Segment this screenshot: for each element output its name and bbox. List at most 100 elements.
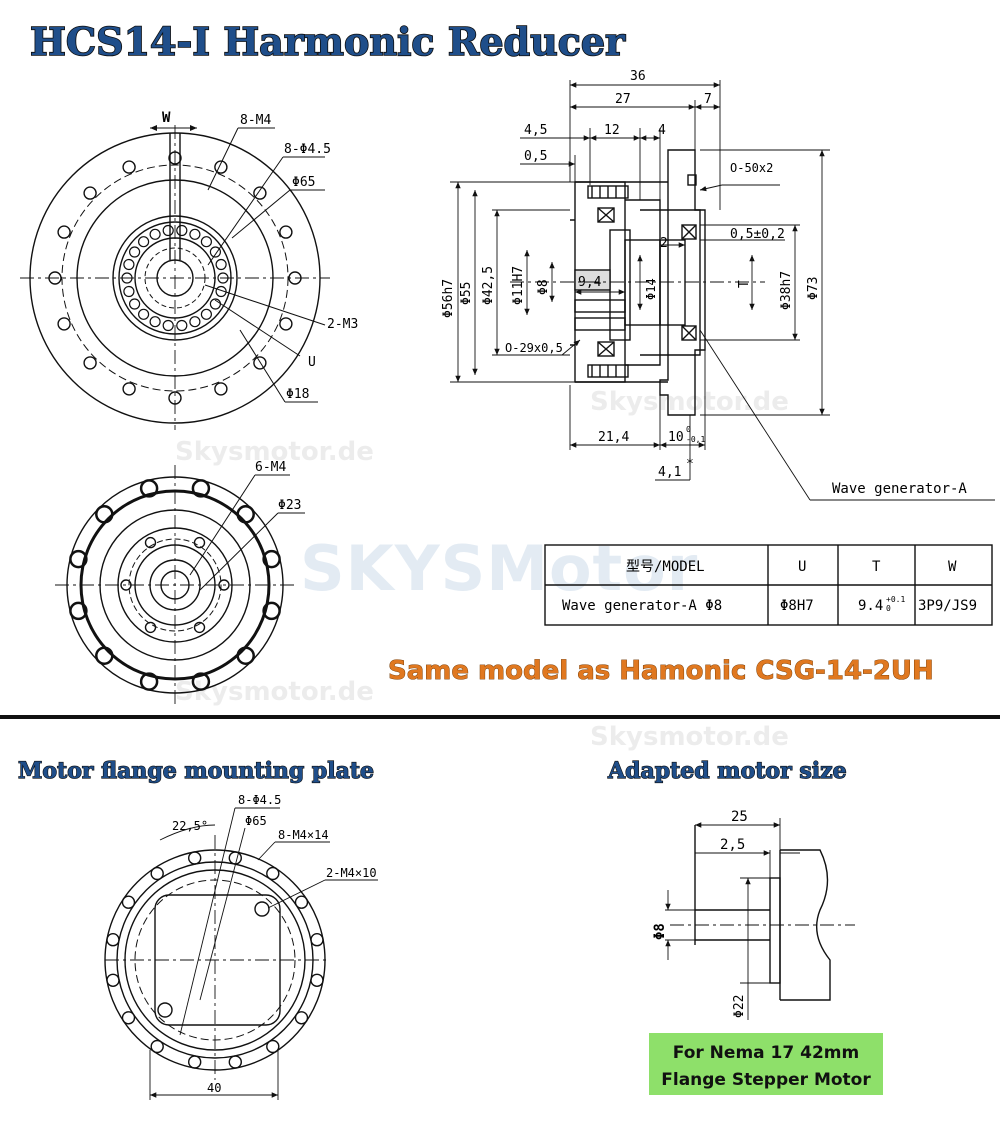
bearing-ball (149, 228, 161, 240)
bearing-ball (200, 236, 212, 248)
dim-o50: O-50x2 (730, 161, 773, 175)
bolt-hole (57, 317, 71, 331)
bearing-ball (176, 224, 188, 237)
bolt-hole (253, 186, 267, 200)
bearing-ball (189, 316, 201, 328)
bolt-hole (168, 151, 182, 165)
flange-40-label: 40 (207, 1081, 221, 1095)
dim-4-5: 4,5 (524, 123, 547, 138)
front-view-leaders (150, 125, 326, 403)
bearing-ball (209, 246, 221, 258)
table-cell-model: Wave generator-A Φ8 (562, 598, 722, 614)
thread-hole (193, 536, 206, 549)
thread-hole (218, 579, 230, 591)
motor-badge-line2: Flange Stepper Motor (661, 1070, 871, 1090)
bolt-hole (150, 866, 164, 881)
bolt-hole (83, 356, 97, 370)
table-cell-u: Φ8H7 (780, 598, 814, 614)
section-dimensions (450, 80, 995, 501)
bolt-hole (266, 1039, 280, 1054)
bearing-ball (121, 272, 133, 284)
motor-badge (649, 1033, 883, 1095)
dim-7: 7 (704, 92, 712, 107)
bearing-ball (123, 258, 135, 271)
bolt-hole (262, 549, 281, 569)
dim-2: 2 (660, 236, 668, 251)
flange-8m4x14-label: 8-M4×14 (278, 828, 329, 842)
dim-27: 27 (615, 92, 631, 107)
table-cell-t-tol-up: +0.1 (886, 595, 905, 604)
dim-phi42-5: Φ42,5 (481, 266, 496, 305)
motor-screw-hole (254, 901, 270, 917)
section-divider (0, 715, 1000, 719)
dim-12: 12 (604, 123, 620, 138)
front-u-label: U (308, 355, 316, 370)
bolt-hole (106, 933, 120, 947)
wave-generator-label: Wave generator-A (832, 481, 967, 497)
watermark-small-3: Skysmotor.de (175, 677, 374, 707)
bolt-hole (69, 549, 88, 569)
dim-4: 4 (658, 123, 666, 138)
dim-phi73: Φ73 (806, 277, 821, 300)
dim-phi38: Φ38h7 (779, 271, 794, 310)
motor-phi22-label: Φ22 (732, 995, 747, 1018)
bolt-hole (48, 271, 62, 285)
watermark-small-4: Skysmotor.de (590, 722, 789, 752)
bolt-hole (122, 382, 136, 396)
bolt-hole (266, 866, 280, 881)
dim-phi56: Φ56h7 (441, 279, 456, 318)
motor-phi8-label: Φ8 (652, 923, 668, 940)
dim-10-tol-dn: -0,1 (686, 435, 705, 444)
bolt-hole (228, 1055, 243, 1069)
bolt-hole (95, 505, 114, 524)
rear-phi23-label: Φ23 (278, 498, 301, 513)
bolt-hole (288, 271, 302, 285)
flange-8phi45-label: 8-Φ4.5 (238, 793, 281, 807)
dim-0-5-tol: 0,5±0,2 (730, 227, 785, 242)
flange-2m4x10-label: 2-M4×10 (326, 866, 377, 880)
front-view (20, 125, 330, 430)
section-view (510, 149, 765, 416)
motor-25-label: 25 (731, 809, 748, 825)
watermark-small-2: Skysmotor.de (590, 387, 789, 417)
table-cell-t-tol-dn: 0 (886, 604, 891, 613)
motor-screw-hole (157, 1002, 173, 1018)
rear-6m4-label: 6-M4 (255, 460, 286, 475)
front-w-label: W (162, 110, 171, 126)
bolt-hole (83, 186, 97, 200)
bearing-ball (215, 285, 227, 298)
dim-o29: O-29x0,5 (505, 341, 563, 355)
bolt-hole (139, 672, 159, 691)
bearing-ball (129, 246, 141, 258)
flange-plate-view (104, 807, 378, 1100)
bolt-hole (121, 1011, 136, 1025)
spec-table (544, 544, 993, 626)
watermark-small-1: Skysmotor.de (175, 437, 374, 467)
flange-phi65-label: Φ65 (245, 814, 267, 828)
dim-star: * (686, 457, 694, 472)
bolt-hole (310, 933, 324, 947)
dim-10: 10 (668, 430, 684, 445)
page-title: HCS14-I Harmonic Reducer (30, 19, 626, 64)
bearing-ball (162, 319, 174, 332)
table-header-model: 型号/MODEL (626, 559, 705, 575)
dim-0-5: 0,5 (524, 149, 547, 164)
dim-36: 36 (630, 69, 646, 84)
motor-badge-line1: For Nema 17 42mm (673, 1043, 859, 1063)
dim-9-4: 9,4 (578, 275, 602, 290)
bearing-ball (217, 272, 229, 284)
bolt-hole (310, 973, 324, 987)
motor-view (665, 818, 855, 1020)
table-header-t: T (872, 559, 881, 575)
bolt-hole (57, 225, 71, 239)
bolt-hole (279, 317, 293, 331)
bolt-hole (214, 160, 228, 174)
front-view-holes (48, 151, 302, 405)
dim-phi14: Φ14 (644, 278, 658, 300)
thread-hole (144, 536, 157, 549)
thread-hole (120, 579, 132, 591)
dim-21-4: 21,4 (598, 430, 629, 445)
flange-angle-label: 22,5° (172, 819, 208, 833)
bolt-hole (191, 479, 211, 498)
